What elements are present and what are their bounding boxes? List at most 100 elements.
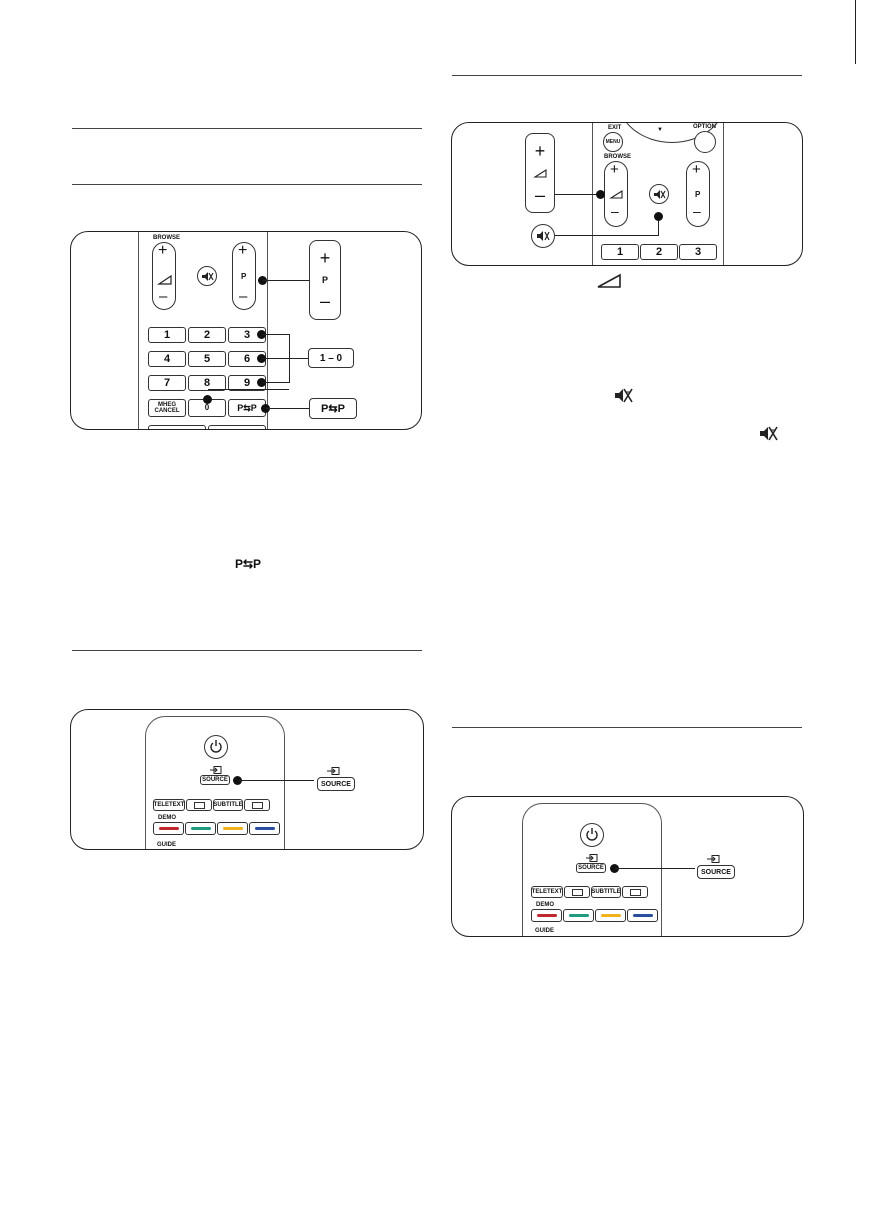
down-arrow-label: ▼ xyxy=(657,127,663,133)
teletext-button[interactable]: TELETEXT xyxy=(153,799,185,811)
red-button[interactable] xyxy=(153,822,184,835)
number-button-4[interactable]: 4 xyxy=(148,351,186,367)
minus-label: – xyxy=(159,288,168,305)
power-button[interactable] xyxy=(580,823,604,847)
red-button[interactable] xyxy=(531,909,562,922)
browse-label: BROWSE xyxy=(153,235,180,241)
number-button-1[interactable]: 1 xyxy=(601,244,639,260)
source-input-icon xyxy=(327,767,340,775)
option-label: OPTION xyxy=(693,124,717,130)
source-input-icon xyxy=(707,855,720,863)
section-rule xyxy=(452,75,802,76)
figure-channel-buttons: BROWSE + – + P – 1 2 3 4 5 6 7 8 9 MHEG … xyxy=(70,231,422,430)
figure-source-button: SOURCE SOURCE TELETEXT SUBTITLE DEMO GUI… xyxy=(70,709,424,850)
callout-line xyxy=(658,217,660,236)
green-button[interactable] xyxy=(563,909,594,922)
blue-button[interactable] xyxy=(627,909,658,922)
mute-button[interactable] xyxy=(197,266,217,286)
option-button[interactable] xyxy=(694,131,716,153)
callout-line xyxy=(266,408,309,410)
menu-label: MENU xyxy=(605,138,621,145)
section-rule xyxy=(72,184,422,185)
number-button-5[interactable]: 5 xyxy=(188,351,226,367)
number-button-2[interactable]: 2 xyxy=(188,327,226,343)
plus-label: + xyxy=(319,248,331,268)
mute-button[interactable] xyxy=(649,184,669,204)
volume-wedge-icon xyxy=(532,168,547,178)
p-swap-p-enlarged: P⇆P xyxy=(309,398,357,419)
mute-speaker-icon xyxy=(760,426,778,441)
number-button-8[interactable]: 8 xyxy=(188,375,226,391)
dual-screen-button[interactable] xyxy=(564,886,590,898)
figure-source-button-2: SOURCE SOURCE TELETEXT SUBTITLE DEMO GUI… xyxy=(451,796,804,937)
mute-speaker-icon xyxy=(537,231,550,241)
green-button[interactable] xyxy=(185,822,216,835)
minus-label: – xyxy=(693,203,701,219)
dual-screen-button[interactable] xyxy=(186,799,212,811)
number-button-2[interactable]: 2 xyxy=(640,244,678,260)
subtitle-button[interactable]: SUBTITLE xyxy=(591,886,621,898)
callout-line xyxy=(262,382,290,384)
program-rocker[interactable] xyxy=(686,161,710,227)
button-row-partial xyxy=(208,425,266,429)
p-label: P xyxy=(241,272,247,281)
minus-label: – xyxy=(611,203,619,219)
format-button[interactable] xyxy=(622,886,648,898)
callout-dot xyxy=(654,212,663,221)
volume-rocker[interactable] xyxy=(152,242,176,310)
section-rule xyxy=(72,650,422,651)
plus-label: + xyxy=(534,140,546,161)
callout-line xyxy=(555,194,601,196)
callout-dot xyxy=(203,395,212,404)
callout-dot xyxy=(261,404,270,413)
guide-label: GUIDE xyxy=(535,928,555,934)
callout-line xyxy=(208,389,289,391)
callout-line xyxy=(615,868,695,870)
source-input-icon xyxy=(586,854,598,862)
callout-line xyxy=(555,235,659,237)
source-button[interactable]: SOURCE xyxy=(576,863,606,873)
power-icon xyxy=(210,740,222,753)
number-button-1[interactable]: 1 xyxy=(148,327,186,343)
yellow-button[interactable] xyxy=(217,822,248,835)
program-rocker[interactable] xyxy=(232,242,256,310)
browse-label: BROWSE xyxy=(604,154,631,160)
yellow-button[interactable] xyxy=(595,909,626,922)
callout-line xyxy=(238,780,314,782)
blue-button[interactable] xyxy=(249,822,280,835)
format-button[interactable] xyxy=(244,799,270,811)
section-rule xyxy=(72,128,422,129)
teletext-button[interactable]: TELETEXT xyxy=(531,886,563,898)
mute-speaker-icon xyxy=(654,190,666,199)
menu-button[interactable]: MENU xyxy=(603,132,623,152)
volume-wedge-icon xyxy=(597,273,621,288)
mute-speaker-icon xyxy=(202,272,214,281)
source-button-enlarged: SOURCE xyxy=(697,865,735,879)
minus-label: – xyxy=(319,291,330,311)
number-0-label: 0 xyxy=(204,403,210,412)
source-button[interactable]: SOURCE xyxy=(200,775,230,785)
number-button-3[interactable]: 3 xyxy=(679,244,717,260)
button-row-partial xyxy=(148,425,206,429)
mute-button-enlarged xyxy=(531,224,555,248)
volume-wedge-icon xyxy=(157,274,172,285)
program-rocker-enlarged: + P – xyxy=(309,240,341,320)
figure-volume-mute: ▼ EXIT MENU OPTION BROWSE + – + P – 1 2 … xyxy=(451,122,803,266)
p-label: P xyxy=(695,190,701,199)
callout-dot xyxy=(610,864,619,873)
plus-label: + xyxy=(158,242,168,259)
exit-label: EXIT xyxy=(608,125,622,131)
volume-wedge-icon xyxy=(609,189,623,199)
callout-dot xyxy=(257,354,266,363)
source-input-icon xyxy=(210,766,222,774)
demo-label: DEMO xyxy=(158,815,176,821)
number-button-7[interactable]: 7 xyxy=(148,375,186,391)
plus-label: + xyxy=(238,242,248,259)
callout-line xyxy=(262,358,308,360)
minus-label: – xyxy=(239,288,248,305)
subtitle-button[interactable]: SUBTITLE xyxy=(213,799,243,811)
power-button[interactable] xyxy=(204,735,228,759)
demo-label: DEMO xyxy=(536,902,554,908)
mheg-cancel-button[interactable]: MHEG CANCEL xyxy=(148,399,186,417)
p-swap-p-symbol: P⇆P xyxy=(235,557,262,571)
